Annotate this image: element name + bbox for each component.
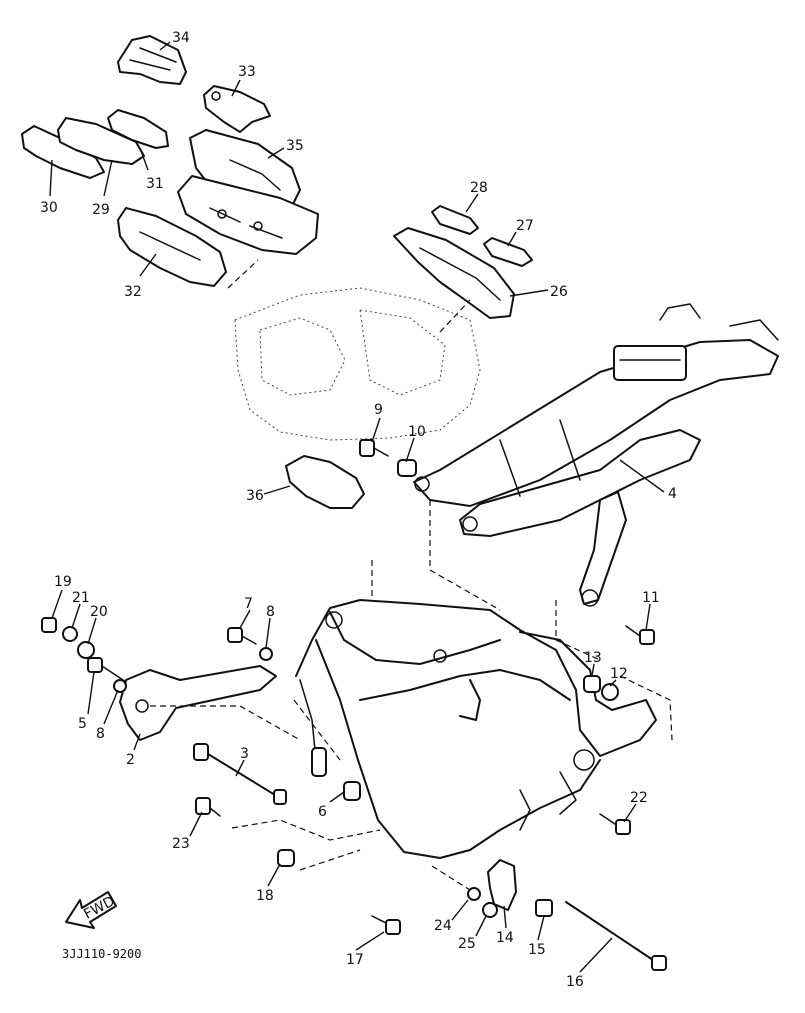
callout-22: 22 xyxy=(630,790,648,806)
part-14-bracket xyxy=(487,859,517,911)
callout-14: 14 xyxy=(496,930,514,946)
catalog-code: 3JJ110-9200 xyxy=(62,947,141,961)
callout-35: 35 xyxy=(286,138,304,154)
callout-27: 27 xyxy=(516,218,534,234)
callout-21: 21 xyxy=(72,590,90,606)
callout-6: 6 xyxy=(318,804,327,820)
callout-15: 15 xyxy=(528,942,546,958)
callout-20: 20 xyxy=(90,604,108,620)
part-2-bracket xyxy=(119,665,277,741)
callout-19: 19 xyxy=(54,574,72,590)
part-27-strip xyxy=(483,237,533,267)
part-9-bolt xyxy=(359,439,389,457)
part-28-strip xyxy=(431,205,479,235)
callout-33: 33 xyxy=(238,64,256,80)
leader-lines xyxy=(49,41,665,973)
callout-23: 23 xyxy=(172,836,190,852)
part-25-collar xyxy=(482,902,498,918)
callout-labels: 34 33 35 30 29 31 32 28 27 26 9 10 36 4 … xyxy=(40,30,677,990)
callout-30: 30 xyxy=(40,200,58,216)
part-16-long-bolt xyxy=(565,901,667,971)
callout-11: 11 xyxy=(642,590,660,606)
callout-4: 4 xyxy=(668,486,677,502)
callout-12: 12 xyxy=(610,666,628,682)
part-7-bolt xyxy=(227,627,257,645)
callout-25: 25 xyxy=(458,936,476,952)
part-22-bolt xyxy=(599,813,631,835)
fwd-arrow-icon: FWD xyxy=(65,891,118,929)
part-15-nut xyxy=(535,899,553,917)
part-24-collar xyxy=(467,887,481,901)
part-26-tray xyxy=(393,227,515,319)
callout-9: 9 xyxy=(374,402,383,418)
part-36-plate xyxy=(285,455,365,509)
callout-18: 18 xyxy=(256,888,274,904)
callout-13: 13 xyxy=(584,650,602,666)
part-17-bolt xyxy=(371,915,401,935)
part-4-rear-subframe xyxy=(413,303,779,607)
callout-28: 28 xyxy=(470,180,488,196)
callout-2: 2 xyxy=(126,752,135,768)
alignment-lines xyxy=(150,259,673,891)
part-10-bushing xyxy=(397,459,417,477)
callout-32: 32 xyxy=(124,284,142,300)
callout-34: 34 xyxy=(172,30,190,46)
part-31-cover xyxy=(107,109,169,149)
part-6-collar xyxy=(343,781,361,801)
part-33-bracket xyxy=(203,85,271,133)
callout-8-lower: 8 xyxy=(96,726,105,742)
part-32-cover xyxy=(117,207,227,287)
callout-10: 10 xyxy=(408,424,426,440)
part-30-cover xyxy=(21,125,105,179)
part-11-bolt xyxy=(625,625,655,645)
callout-7: 7 xyxy=(244,596,253,612)
main-frame xyxy=(295,599,657,859)
part-34-cover xyxy=(117,35,187,85)
callout-5: 5 xyxy=(78,716,87,732)
part-23-bolt xyxy=(195,797,221,817)
part-13-collar xyxy=(583,675,601,693)
callout-31: 31 xyxy=(146,176,164,192)
callout-17: 17 xyxy=(346,952,364,968)
part-18-collar xyxy=(277,849,295,867)
callout-3: 3 xyxy=(240,746,249,762)
part-19-nut xyxy=(41,617,57,633)
callout-26: 26 xyxy=(550,284,568,300)
part-20-bushing xyxy=(77,641,95,659)
part-35-base-plate xyxy=(177,175,319,255)
part-29-cover xyxy=(57,117,145,165)
callout-29: 29 xyxy=(92,202,110,218)
part-12-collar xyxy=(601,683,619,701)
callout-8: 8 xyxy=(266,604,275,620)
callout-16: 16 xyxy=(566,974,584,990)
part-8-washer xyxy=(259,647,273,661)
engine-outline xyxy=(234,287,481,441)
callout-24: 24 xyxy=(434,918,452,934)
part-3-bolt xyxy=(193,743,287,805)
part-21-washer xyxy=(62,626,78,642)
part-8-washer-left xyxy=(113,679,127,693)
callout-36: 36 xyxy=(246,488,264,504)
